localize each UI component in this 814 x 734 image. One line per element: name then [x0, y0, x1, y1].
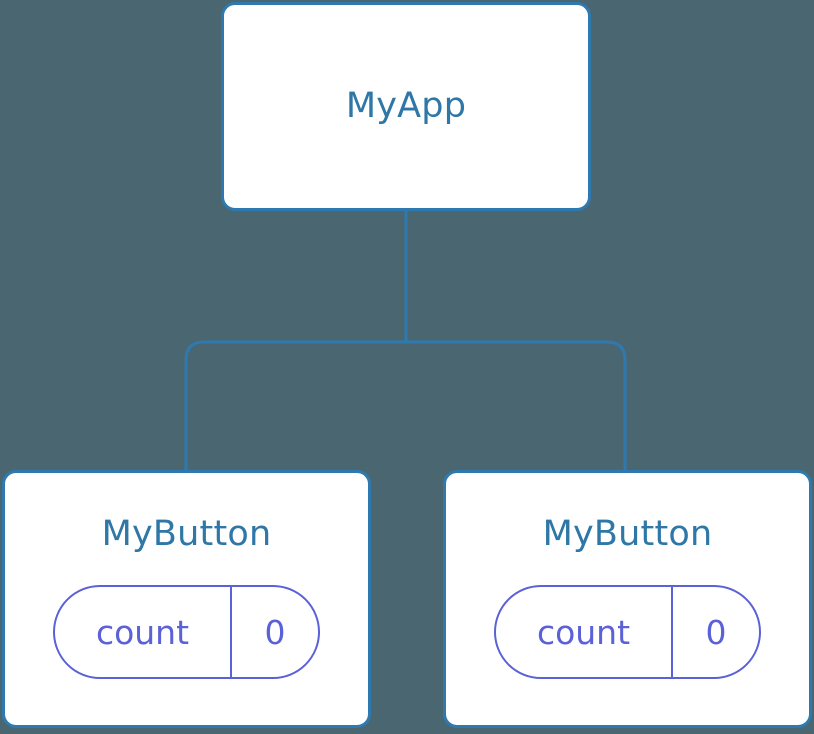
child-component-title: MyButton — [542, 514, 713, 554]
connector-branch-left — [184, 340, 406, 472]
child-component-node-1[interactable]: MyButton count 0 — [443, 470, 812, 728]
state-value-label: 0 — [264, 612, 286, 652]
state-pill-count[interactable]: count 0 — [494, 585, 761, 679]
root-component-title: MyApp — [345, 86, 467, 126]
root-component-node[interactable]: MyApp — [221, 2, 591, 211]
connector-branch-right — [406, 340, 627, 472]
child-component-node-0[interactable]: MyButton count 0 — [2, 470, 371, 728]
state-key-label: count — [496, 587, 673, 677]
child-component-title: MyButton — [101, 514, 272, 554]
state-key-label: count — [55, 587, 232, 677]
state-value-label: 0 — [705, 612, 727, 652]
state-pill-count[interactable]: count 0 — [53, 585, 320, 679]
